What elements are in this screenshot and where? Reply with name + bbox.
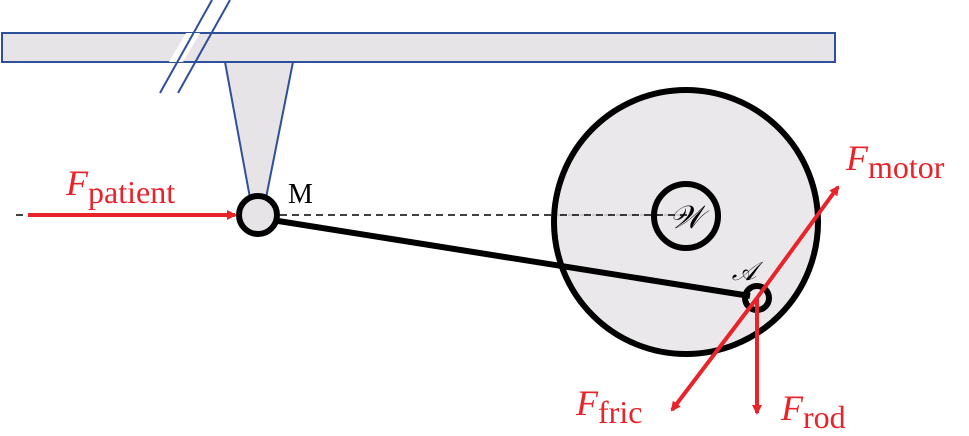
- connecting-rod: [271, 217, 751, 299]
- frame-bar: [1, 32, 836, 63]
- rod-force-label: Frod: [780, 388, 846, 435]
- friction-force-arrow: [670, 296, 759, 412]
- break-line-1: [159, 0, 213, 94]
- motor-force-label: Fmotor: [845, 138, 945, 185]
- friction-force-label: Ffric: [575, 383, 642, 430]
- patient-force-label: Fpatient: [65, 163, 175, 210]
- wheel-center-circle: [651, 181, 721, 251]
- motor-force-arrow: [755, 185, 840, 300]
- break-line-2: [177, 0, 231, 94]
- joint-m: [236, 193, 280, 237]
- joint-m-label: M: [288, 179, 313, 210]
- pendant-support: [223, 61, 295, 199]
